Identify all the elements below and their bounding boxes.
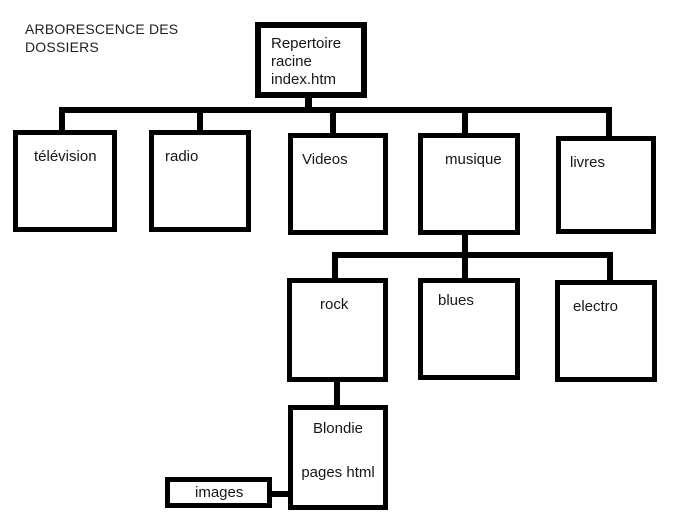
diagram-title: ARBORESCENCE DES DOSSIERS — [25, 21, 179, 55]
connector-root-stub — [305, 96, 312, 113]
node-label: pages html — [301, 464, 375, 481]
connector-level2-hline — [332, 252, 613, 258]
connector-electro-stub — [607, 252, 613, 280]
connector-videos-stub — [330, 107, 336, 134]
node-label: musique — [445, 151, 502, 168]
node-label: blues — [438, 292, 474, 309]
node-videos: Videos — [288, 133, 388, 235]
node-label: racine — [271, 53, 312, 70]
node-label: Repertoire — [271, 35, 342, 52]
node-label: rock — [320, 296, 349, 313]
node-electro: electro — [555, 280, 657, 382]
connector-rock-down — [334, 382, 340, 407]
node-label: Blondie — [312, 420, 364, 437]
connector-livres-stub — [606, 107, 612, 137]
node-television: télévision — [13, 130, 117, 232]
node-label: index.htm — [271, 71, 337, 88]
node-label: images — [195, 484, 244, 501]
node-blues: blues — [418, 278, 520, 380]
node-label: livres — [570, 154, 606, 171]
node-musique: musique — [418, 133, 520, 235]
connector-musique-stub — [462, 107, 468, 134]
connector-television-stub — [59, 107, 65, 131]
node-livres: livres — [556, 136, 656, 234]
connector-images-hline — [270, 491, 290, 497]
node-blondie: Blondie pages html — [288, 405, 388, 510]
node-images: images — [165, 477, 272, 508]
node-rock: rock — [287, 278, 388, 382]
connector-musique-down — [462, 235, 468, 253]
connector-blues-stub — [462, 252, 468, 278]
node-radio: radio — [149, 130, 251, 232]
connector-radio-stub — [197, 107, 203, 131]
node-label: electro — [573, 298, 619, 315]
node-label: télévision — [34, 148, 97, 165]
connector-rock-stub — [332, 252, 338, 278]
node-label: Videos — [302, 151, 348, 168]
node-label: radio — [165, 148, 199, 165]
node-repertoire-racine: Repertoire racine index.htm — [255, 22, 367, 98]
